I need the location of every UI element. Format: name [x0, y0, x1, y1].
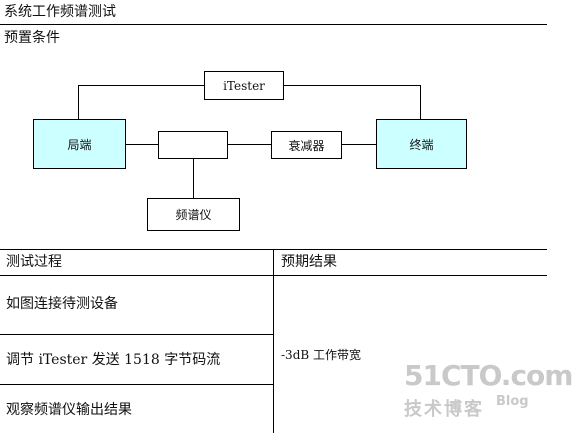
wire-splitter-analyzer [193, 158, 194, 199]
attenuator-box: 衰减器 [271, 131, 342, 159]
wire-splitter-attenuator [227, 144, 272, 145]
wire-itester-right-h [283, 85, 420, 86]
watermark-logo: 51CTO.com [404, 359, 572, 392]
column-header-expected: 预期结果 [281, 254, 337, 270]
step-divider-1 [0, 334, 273, 335]
splitter-box [158, 131, 228, 159]
watermark-blog: Blog [496, 394, 529, 409]
local-end-box: 局端 [33, 119, 126, 169]
title-divider [0, 24, 547, 25]
step-divider-2 [0, 384, 273, 385]
wire-itester-right-v [420, 85, 421, 119]
wire-attenuator-terminal [341, 144, 377, 145]
table-column-divider [273, 249, 274, 433]
step-1: 如图连接待测设备 [6, 296, 118, 312]
wire-itester-left-h [78, 85, 204, 86]
watermark-subtitle: 技术博客 [404, 399, 484, 420]
wire-itester-left-v [78, 85, 79, 119]
column-header-process: 测试过程 [6, 254, 62, 270]
wire-local-splitter [125, 144, 159, 145]
terminal-box: 终端 [376, 119, 467, 169]
preset-label: 预置条件 [4, 30, 60, 46]
step-2: 调节 iTester 发送 1518 字节码流 [6, 352, 221, 368]
section-title: 系统工作频谱测试 [4, 4, 116, 20]
step-3: 观察频谱仪输出结果 [6, 402, 132, 418]
expected-result: -3dB 工作带宽 [281, 348, 362, 362]
itester-box: iTester [204, 71, 284, 100]
spectrum-analyzer-box: 频谱仪 [147, 198, 240, 231]
table-header-divider [0, 275, 547, 276]
